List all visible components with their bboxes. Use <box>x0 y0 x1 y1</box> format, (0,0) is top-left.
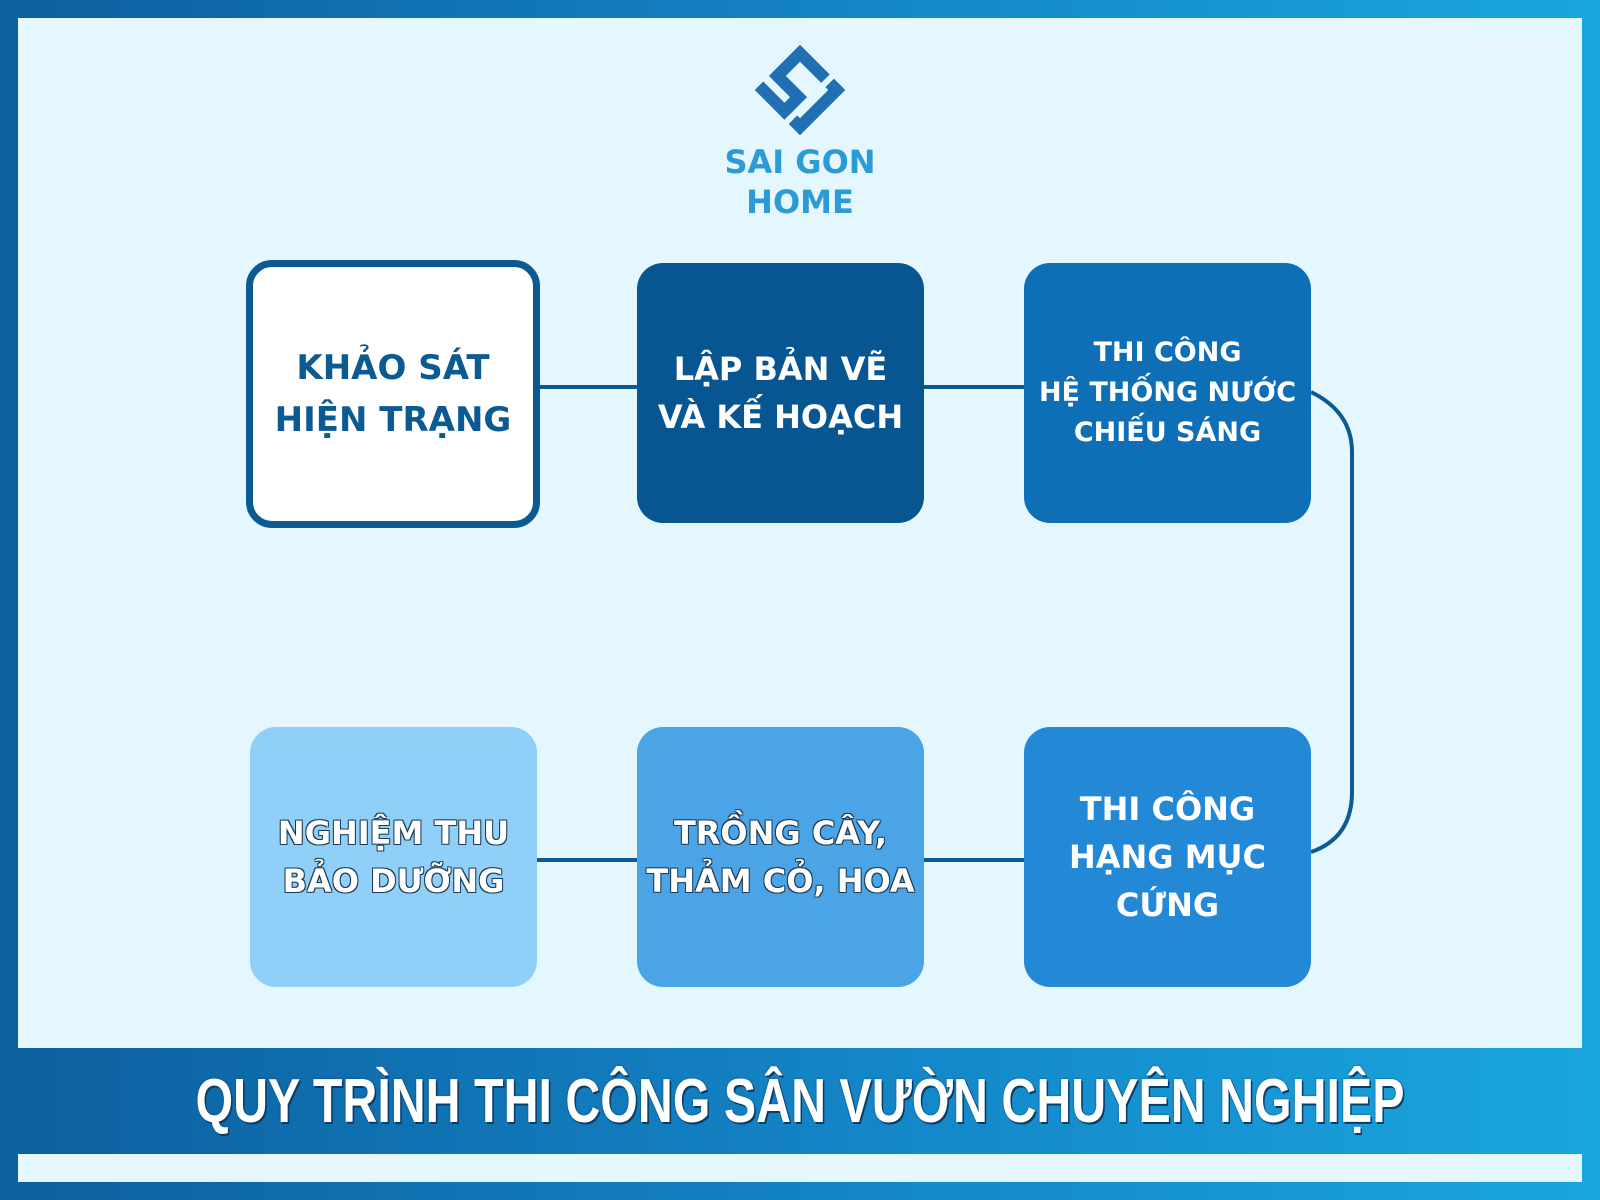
brand-name-line1: SAI GON <box>724 143 876 181</box>
step-planting: TRỒNG CÂY, THẢM CỎ, HOA <box>637 727 924 987</box>
step-hardscape: THI CÔNG HẠNG MỤC CỨNG <box>1024 727 1311 987</box>
step-acceptance-maintenance-label: NGHIỆM THU BẢO DƯỠNG <box>277 814 510 900</box>
step-design-plan-label: LẬP BẢN VẼ VÀ KẾ HOẠCH <box>657 350 904 436</box>
saigon-home-logo-icon <box>754 44 846 136</box>
step-water-lighting-label: THI CÔNG HỆ THỐNG NƯỚC CHIẾU SÁNG <box>1038 337 1297 448</box>
step-survey-label: KHẢO SÁT HIỆN TRẠNG <box>274 348 512 440</box>
footer-title: QUY TRÌNH THI CÔNG SÂN VƯỜN CHUYÊN NGHIỆ… <box>195 1066 1405 1136</box>
step-survey: KHẢO SÁT HIỆN TRẠNG <box>246 260 540 528</box>
bottom-strip <box>18 1154 1582 1182</box>
footer-banner: QUY TRÌNH THI CÔNG SÂN VƯỜN CHUYÊN NGHIỆ… <box>0 1048 1600 1154</box>
connector-3-4 <box>1310 390 1354 854</box>
step-water-lighting: THI CÔNG HỆ THỐNG NƯỚC CHIẾU SÁNG <box>1024 263 1311 523</box>
step-design-plan: LẬP BẢN VẼ VÀ KẾ HOẠCH <box>637 263 924 523</box>
step-acceptance-maintenance: NGHIỆM THU BẢO DƯỠNG <box>250 727 537 987</box>
step-hardscape-label: THI CÔNG HẠNG MỤC CỨNG <box>1068 790 1267 924</box>
step-planting-label: TRỒNG CÂY, THẢM CỎ, HOA <box>646 814 915 900</box>
brand-logo: SAI GON HOME <box>700 40 900 230</box>
brand-name-line2: HOME <box>746 183 854 221</box>
